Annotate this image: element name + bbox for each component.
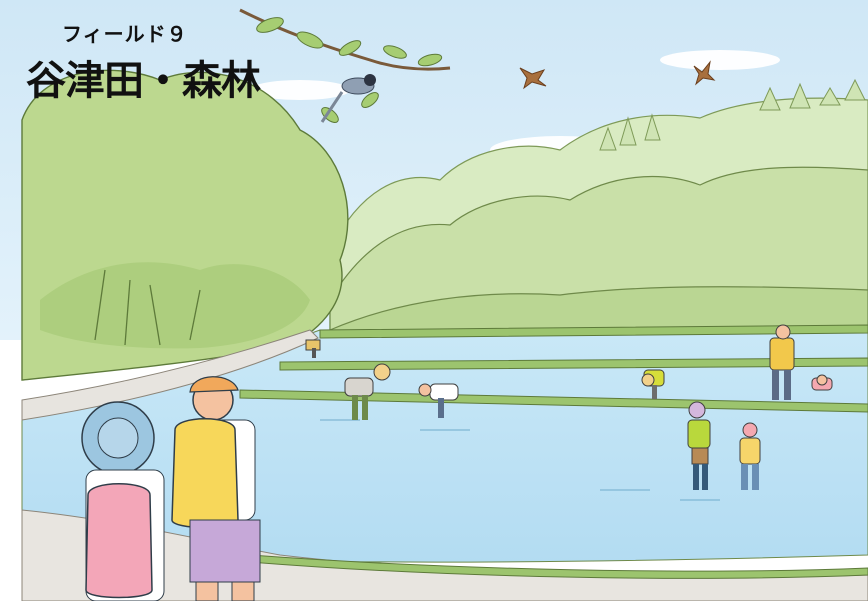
yellow-backpack <box>171 418 239 529</box>
farmer-bending-1 <box>344 363 391 420</box>
hiker-blue-hat <box>81 401 165 601</box>
grass-edge <box>249 554 868 579</box>
farmer-bending-2 <box>418 383 459 418</box>
kite-bird-right <box>693 60 716 86</box>
perched-bird <box>320 74 376 123</box>
field-number-label: フィールド９ <box>62 22 188 46</box>
conifer-tips <box>599 78 866 151</box>
kite-bird-left <box>519 67 547 90</box>
hiker-orange-cap <box>171 376 261 601</box>
pink-backpack <box>85 483 153 599</box>
left-tree-shade <box>40 262 310 349</box>
branch-leaves <box>256 17 443 123</box>
farmer-standing-right <box>769 324 795 400</box>
child-far-right <box>811 374 833 391</box>
left-tree-trunks <box>94 269 201 346</box>
child-pointing <box>687 401 711 490</box>
paddy-ridges <box>239 324 868 413</box>
child-yellow <box>739 422 761 490</box>
footpath <box>21 329 319 421</box>
farmer-far-left <box>305 339 321 358</box>
page-title: 谷津田・森林 <box>26 58 261 104</box>
farmer-yellow-bending <box>641 369 665 399</box>
